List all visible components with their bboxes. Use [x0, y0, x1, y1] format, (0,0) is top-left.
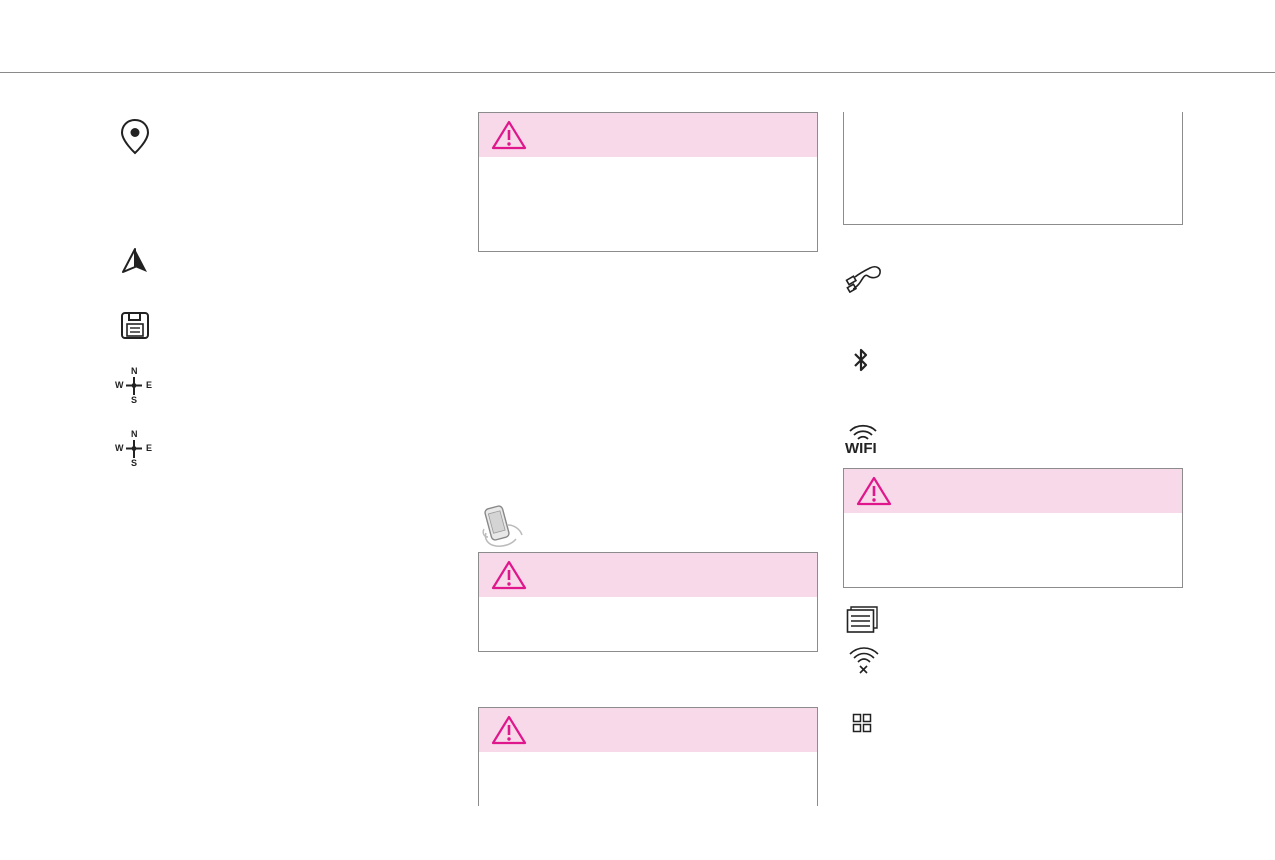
warning-box [843, 468, 1183, 588]
warning-header [479, 708, 817, 752]
bluetooth-icon [854, 348, 868, 372]
compass-south-label: S [131, 395, 138, 405]
compass-icon: N S W E [113, 430, 153, 470]
compass-east-label: E [146, 443, 153, 453]
continued-info-box [843, 112, 1183, 225]
compass-west-label: W [115, 443, 124, 453]
warning-box [478, 112, 818, 252]
usb-cable-icon [845, 266, 881, 293]
apps-grid-icon [852, 713, 872, 733]
compass-north-label: N [131, 366, 138, 376]
compass-south-label: S [131, 458, 138, 468]
wifi-off-icon [849, 647, 879, 674]
location-pin-icon [120, 118, 150, 155]
smartphone-hand-icon [482, 505, 523, 547]
warning-triangle-icon [491, 120, 527, 150]
warning-header [479, 113, 817, 157]
warning-triangle-icon [491, 715, 527, 745]
header-rule [0, 72, 1275, 73]
warning-box [478, 552, 818, 652]
wifi-icon [849, 424, 877, 440]
compass-east-label: E [146, 380, 153, 390]
compass-icon: N S W E [113, 367, 153, 407]
warning-header [844, 469, 1182, 513]
compass-north-label: N [131, 429, 138, 439]
warning-header [479, 553, 817, 597]
warning-triangle-icon [856, 476, 892, 506]
save-disk-icon [121, 312, 149, 339]
compass-west-label: W [115, 380, 124, 390]
menu-list-icon [846, 606, 878, 633]
navigation-arrow-icon [122, 248, 147, 273]
warning-box [478, 707, 818, 806]
warning-triangle-icon [491, 560, 527, 590]
wifi-label: WIFI [845, 440, 877, 457]
